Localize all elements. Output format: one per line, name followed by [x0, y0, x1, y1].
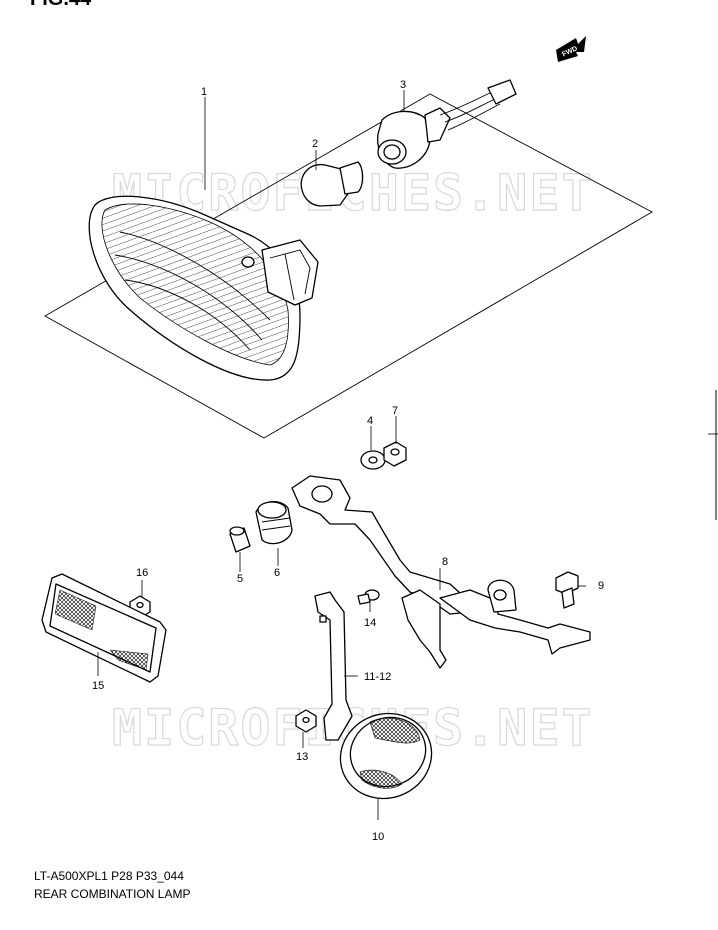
- lamp-mounting-bracket: [291, 475, 591, 669]
- callout-3: 3: [400, 79, 406, 91]
- callout-14: 14: [364, 617, 376, 629]
- callout-5: 5: [237, 573, 243, 585]
- bulb-socket-with-wire: [377, 79, 517, 169]
- callout-10: 10: [372, 831, 384, 843]
- nut-top: [383, 441, 407, 467]
- round-reflector: [339, 712, 433, 800]
- callout-9: 9: [598, 580, 604, 592]
- callout-7: 7: [392, 405, 398, 417]
- callout-6: 6: [274, 567, 280, 579]
- rubber-grommet: [255, 501, 293, 545]
- forward-direction-badge: FWD: [556, 36, 586, 62]
- lamp-assembly-box: [44, 93, 653, 439]
- callout-2: 2: [312, 138, 318, 150]
- callout-15: 15: [92, 680, 104, 692]
- reflector-stay: [314, 591, 353, 741]
- callout-11-12: 11-12: [364, 671, 391, 683]
- callout-13: 13: [296, 751, 308, 763]
- bulb: [300, 161, 364, 207]
- screw: [357, 589, 380, 605]
- callout-16: 16: [136, 567, 148, 579]
- rectangular-reflector: [41, 573, 167, 683]
- callout-4: 4: [367, 415, 373, 427]
- model-code: LT-A500XPL1 P28 P33_044: [34, 869, 184, 883]
- diagram-title: REAR COMBINATION LAMP: [34, 887, 190, 901]
- figure-label: FIG.44: [30, 0, 92, 10]
- leader-lines: [97, 90, 586, 820]
- nut-bottom: [295, 709, 317, 733]
- tail-lamp-housing: [88, 195, 319, 381]
- callout-1: 1: [201, 86, 207, 98]
- callout-8: 8: [442, 556, 448, 568]
- spacer-collar: [229, 526, 251, 553]
- bolt: [555, 571, 579, 609]
